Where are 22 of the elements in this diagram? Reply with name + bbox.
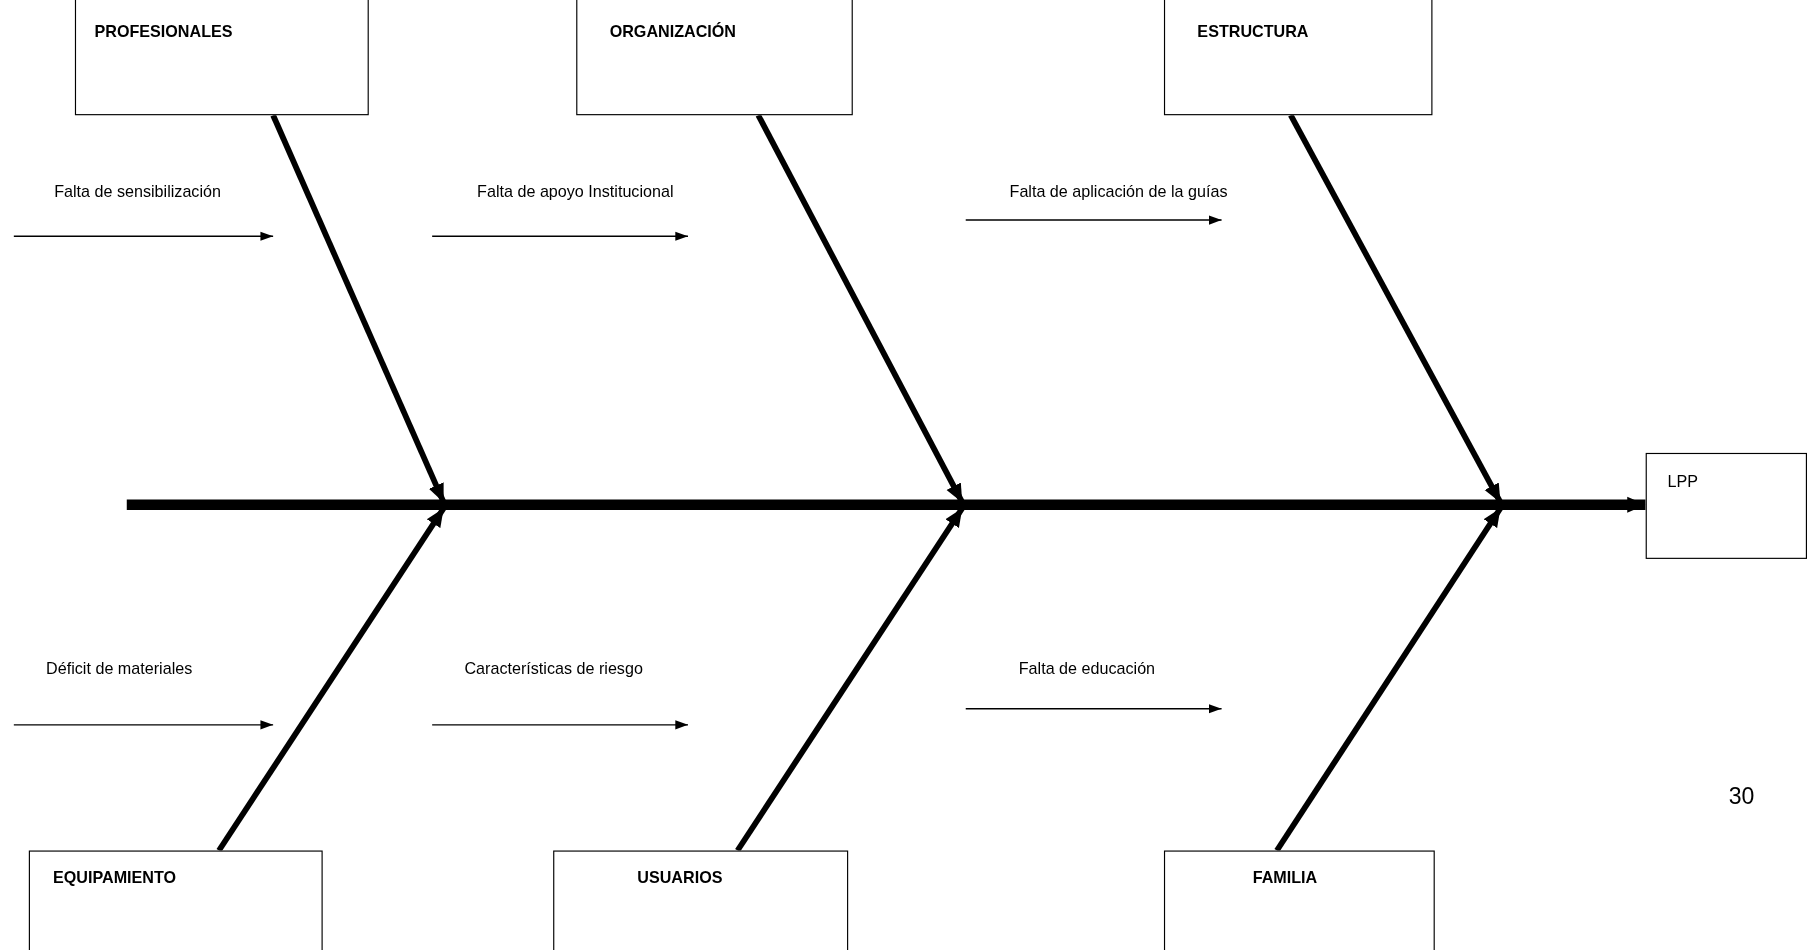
category-box xyxy=(74,0,369,116)
cause-label: Falta de educación xyxy=(1018,659,1156,678)
cause-label: Falta de sensibilización xyxy=(54,182,221,201)
category-box xyxy=(1163,0,1433,116)
cause-label: Falta de aplicación de la guías xyxy=(1009,182,1228,201)
category-label: ORGANIZACIÓN xyxy=(609,21,736,41)
category-box xyxy=(576,0,853,116)
category-box xyxy=(28,850,323,950)
category-label: ESTRUCTURA xyxy=(1197,21,1309,41)
effect-label: LPP xyxy=(1667,472,1699,491)
category-label: PROFESIONALES xyxy=(94,21,233,41)
cause-label: Déficit de materiales xyxy=(46,659,193,678)
category-box xyxy=(553,850,849,950)
cause-label: Características de riesgo xyxy=(464,659,643,678)
arrow xyxy=(126,496,1646,513)
cause-label: Falta de apoyo Institucional xyxy=(477,182,674,201)
category-label: EQUIPAMIENTO xyxy=(53,867,177,887)
category-box xyxy=(1163,850,1435,950)
effect-box xyxy=(1645,452,1807,559)
category-label: USUARIOS xyxy=(637,867,723,887)
category-label: FAMILIA xyxy=(1252,867,1318,887)
page-number: 30 xyxy=(1728,783,1755,811)
